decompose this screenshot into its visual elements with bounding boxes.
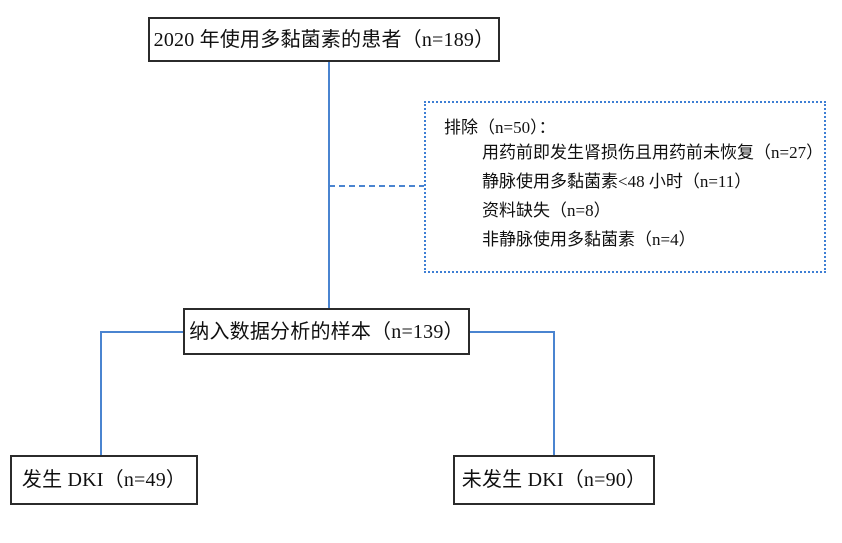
connector-analyzed-left-vertical	[100, 331, 102, 456]
node-aki-yes: 发生 DKI（n=49）	[10, 455, 198, 505]
node-cohort-label: 2020 年使用多黏菌素的患者（n=189）	[153, 28, 495, 51]
exclusion-item: 资料缺失（n=8）	[482, 201, 611, 221]
node-aki-no-label: 未发生 DKI（n=90）	[461, 469, 647, 491]
node-analyzed-label: 纳入数据分析的样本（n=139）	[189, 320, 464, 343]
connector-analyzed-left-horizontal	[100, 331, 185, 333]
node-aki-yes-label: 发生 DKI（n=49）	[21, 469, 187, 491]
connector-trunk-to-exclusions	[329, 185, 425, 187]
node-exclusions: 排除（n=50）： 用药前即发生肾损伤且用药前未恢复（n=27） 静脉使用多黏菌…	[424, 101, 826, 273]
exclusion-item: 静脉使用多黏菌素<48 小时（n=11）	[482, 172, 752, 192]
node-aki-no: 未发生 DKI（n=90）	[453, 455, 655, 505]
connector-analyzed-right-horizontal	[469, 331, 555, 333]
node-cohort: 2020 年使用多黏菌素的患者（n=189）	[148, 17, 500, 62]
exclusion-item: 用药前即发生肾损伤且用药前未恢复（n=27）	[482, 143, 824, 163]
connector-analyzed-right-vertical	[553, 331, 555, 456]
exclusion-item: 非静脉使用多黏菌素（n=4）	[482, 230, 696, 250]
node-analyzed: 纳入数据分析的样本（n=139）	[183, 308, 470, 355]
exclusions-list: 用药前即发生肾损伤且用药前未恢复（n=27） 静脉使用多黏菌素<48 小时（n=…	[444, 143, 824, 250]
exclusions-title: 排除（n=50）：	[444, 118, 556, 137]
